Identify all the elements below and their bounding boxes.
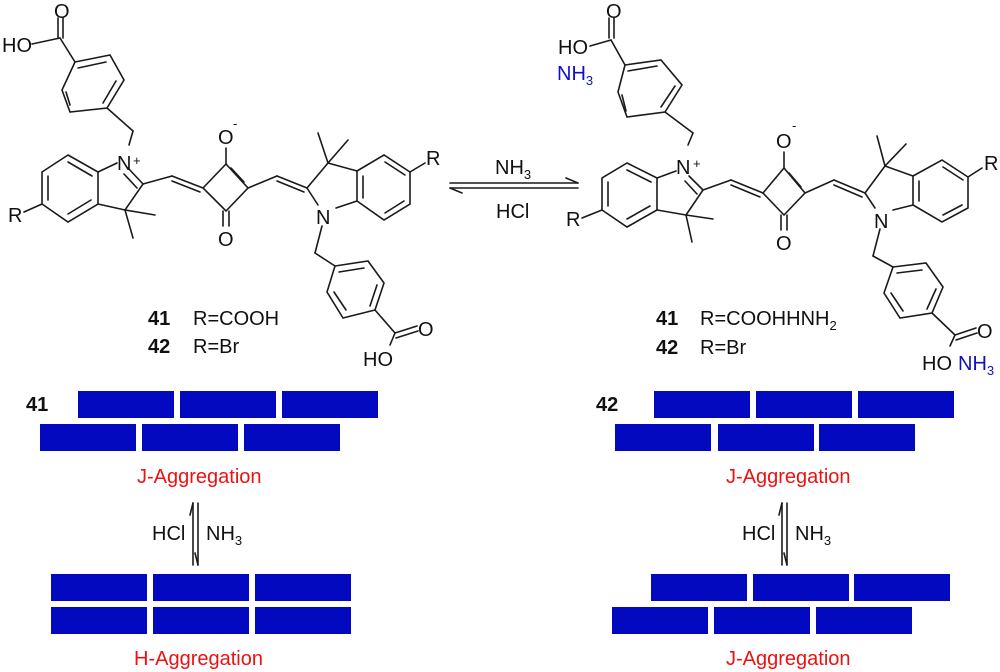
brick bbox=[180, 391, 276, 418]
left-oxo: O bbox=[218, 229, 234, 251]
right-n-neutral: N bbox=[874, 211, 888, 233]
left-structure: HO O N + R bbox=[2, 1, 440, 371]
brick bbox=[282, 391, 378, 418]
panel-41-compound-id: 41 bbox=[26, 394, 48, 416]
brick bbox=[756, 391, 852, 418]
panel-42-bottom-state-label: J-Aggregation bbox=[726, 648, 851, 670]
brick bbox=[718, 424, 814, 451]
brick bbox=[255, 607, 351, 634]
aggregation-panel-41: 41 J-Aggregation HCl NH3 H-Aggregation bbox=[26, 391, 378, 670]
reaction-equilibrium-arrow bbox=[449, 177, 579, 194]
left-r-substituent-right: R bbox=[426, 148, 440, 170]
left-n-plus: N bbox=[117, 153, 131, 175]
right-structure: HO NH3 O N + R bbox=[557, 1, 998, 378]
left-bottom-carbonyl-o: O bbox=[418, 319, 434, 341]
right-o-minus: O bbox=[776, 131, 792, 153]
panel-42-compound-id: 42 bbox=[596, 394, 618, 416]
left-compound-42-id: 42 bbox=[148, 336, 170, 358]
right-r-substituent-right: R bbox=[984, 153, 998, 175]
brick bbox=[651, 574, 747, 601]
left-indolium-ring bbox=[23, 154, 204, 239]
brick bbox=[654, 391, 750, 418]
panel-41-equilibrium-arrow bbox=[189, 502, 199, 566]
right-bottom-carbonyl-o: O bbox=[977, 321, 993, 343]
left-compound-42-substituent: R=Br bbox=[193, 336, 239, 358]
brick bbox=[816, 607, 912, 634]
right-compound-41-substituent: R=COOHHNH2 bbox=[700, 308, 837, 333]
right-compound-41-id: 41 bbox=[656, 308, 678, 330]
left-o-minus: O bbox=[218, 127, 234, 149]
panel-41-up-reagent: HCl bbox=[152, 523, 185, 545]
panel-42-j-aggregate-bottom bbox=[612, 574, 950, 634]
panel-41-top-state-label: J-Aggregation bbox=[137, 466, 262, 488]
right-n-plus: N bbox=[676, 157, 690, 179]
left-plus-charge: + bbox=[133, 153, 141, 168]
brick bbox=[40, 424, 136, 451]
brick bbox=[51, 574, 147, 601]
left-top-benzoic-acid bbox=[31, 17, 134, 146]
left-indoline-ring bbox=[306, 132, 426, 267]
right-squaraine-core bbox=[761, 151, 866, 231]
panel-42-equilibrium-arrow bbox=[778, 502, 788, 566]
right-oxo: O bbox=[776, 233, 792, 255]
right-minus-charge: - bbox=[792, 118, 796, 133]
right-ammonia-bottom: NH3 bbox=[958, 353, 994, 378]
left-bottom-acid-oh: HO bbox=[363, 349, 393, 371]
brick bbox=[142, 424, 238, 451]
left-compound-41-id: 41 bbox=[148, 308, 170, 330]
left-n-neutral: N bbox=[316, 207, 330, 229]
brick bbox=[51, 607, 147, 634]
panel-41-j-aggregate bbox=[40, 391, 378, 451]
right-compound-42-id: 42 bbox=[656, 337, 678, 359]
panel-42-j-aggregate-top bbox=[615, 391, 954, 451]
brick bbox=[714, 607, 810, 634]
panel-41-h-aggregate bbox=[51, 574, 351, 634]
left-minus-charge: - bbox=[233, 116, 237, 131]
panel-42-top-state-label: J-Aggregation bbox=[726, 466, 851, 488]
right-compound-42-substituent: R=Br bbox=[700, 337, 746, 359]
panel-41-down-reagent: NH3 bbox=[206, 523, 242, 548]
left-acid-oh: HO bbox=[2, 35, 32, 57]
right-indolium-ring bbox=[581, 162, 764, 243]
right-carbonyl-o: O bbox=[606, 1, 622, 23]
brick bbox=[819, 424, 915, 451]
aggregation-panel-42: 42 J-Aggregation HCl NH3 J-Aggregation bbox=[596, 391, 954, 670]
brick bbox=[615, 424, 711, 451]
right-plus-charge: + bbox=[693, 156, 701, 171]
left-squaraine-core bbox=[201, 147, 308, 227]
brick bbox=[612, 607, 708, 634]
brick bbox=[255, 574, 351, 601]
brick bbox=[858, 391, 954, 418]
left-compound-41-substituent: R=COOH bbox=[193, 308, 279, 330]
brick bbox=[854, 574, 950, 601]
right-top-benzoic-acid bbox=[589, 17, 694, 146]
brick bbox=[78, 391, 174, 418]
brick bbox=[753, 574, 849, 601]
left-carbonyl-o: O bbox=[54, 1, 70, 23]
right-bottom-acid-oh: HO bbox=[922, 353, 952, 375]
forward-reagent-nh3: NH3 bbox=[495, 157, 531, 182]
left-bottom-benzoic-acid bbox=[326, 260, 419, 346]
reverse-reagent-hcl: HCl bbox=[496, 201, 529, 223]
panel-42-down-reagent: NH3 bbox=[795, 523, 831, 548]
right-indoline-ring bbox=[864, 135, 983, 268]
right-bottom-benzoic-acid bbox=[883, 262, 978, 347]
right-r-substituent: R bbox=[566, 209, 580, 231]
left-r-substituent: R bbox=[8, 205, 22, 227]
right-acid-oh: HO bbox=[558, 37, 588, 59]
brick bbox=[153, 607, 249, 634]
brick bbox=[153, 574, 249, 601]
panel-41-bottom-state-label: H-Aggregation bbox=[134, 648, 263, 670]
panel-42-up-reagent: HCl bbox=[742, 523, 775, 545]
right-ammonia-top: NH3 bbox=[557, 63, 593, 88]
brick bbox=[244, 424, 340, 451]
